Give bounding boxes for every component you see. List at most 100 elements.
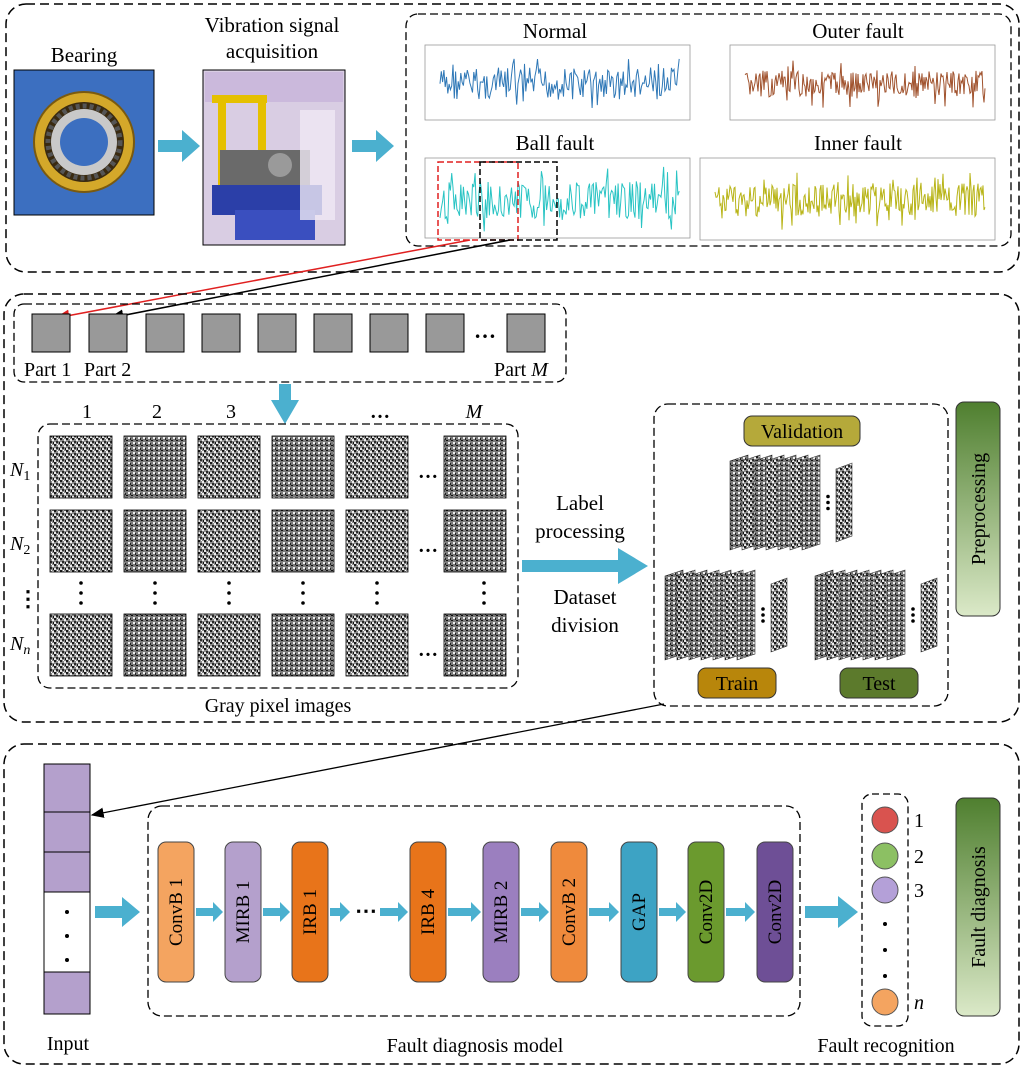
dataset-slice [801, 454, 821, 551]
model-caption: Fault diagnosis model [387, 1035, 564, 1057]
model-block-label: GAP [629, 893, 650, 931]
grid-vertical-dot [79, 601, 83, 605]
slice-dot [911, 613, 915, 617]
grid-vertical-dot [153, 581, 157, 585]
parts-row: … [31, 313, 546, 353]
preprocessing-label: Preprocessing [968, 453, 990, 565]
signal-inner-title: Inner fault [814, 131, 902, 155]
model-block [756, 841, 794, 983]
gray-pixel-grid: … … … [49, 435, 507, 677]
grid-vertical-dot [79, 581, 83, 585]
part-box [369, 313, 409, 353]
slice-dot [761, 613, 765, 617]
stage2-frame [3, 293, 1020, 723]
train-label: Train [716, 673, 759, 695]
model-block-label: IRB 4 [418, 889, 439, 935]
gray-pixel-image [49, 435, 113, 499]
signals-frame [405, 13, 1012, 247]
arrow-parts-to-grid [271, 384, 299, 424]
model-arrow [330, 902, 350, 922]
row-label-n1: N1 [9, 459, 30, 484]
part-box [257, 313, 297, 353]
gray-pixel-image [197, 435, 261, 499]
parts-ellipsis: … [474, 318, 496, 343]
grid-vertical-dot [227, 581, 231, 585]
test-stack [814, 569, 938, 661]
signal-ball-wave [439, 166, 680, 232]
grid-vertical-dot [301, 591, 305, 595]
grid-row-ellipsis: … [418, 461, 438, 483]
slice-dot [826, 500, 830, 505]
model-frame [147, 805, 801, 1017]
grid-vertical-dot [79, 591, 83, 595]
model-block [409, 841, 447, 983]
model-block-label: ConvB 2 [559, 878, 580, 946]
fault-diagnosis-label: Fault diagnosis [968, 846, 990, 968]
acquisition-label-2: acquisition [226, 39, 319, 63]
grid-vertical-dot [301, 601, 305, 605]
signal-outer: Outer fault [729, 19, 996, 121]
output-node [871, 876, 899, 904]
arrow-red-to-part1 [54, 239, 471, 322]
arrow-black-to-part2 [108, 239, 511, 322]
model-arrow [263, 902, 290, 922]
bearing-label: Bearing [51, 43, 118, 67]
output-label: n [914, 992, 924, 1014]
col-label: … [370, 401, 390, 423]
validation-label: Validation [761, 421, 843, 443]
grid-row-ellipsis: … [418, 535, 438, 557]
dataset-slice [886, 569, 906, 661]
model-arrow [726, 902, 755, 922]
dataset-slice [835, 462, 853, 543]
model-block-label: Conv2D [696, 880, 717, 944]
validation-stack [729, 454, 853, 551]
part-box [88, 313, 128, 353]
input-tensor [43, 763, 91, 1015]
signal-outer-title: Outer fault [812, 19, 904, 43]
segment-red-box [437, 161, 519, 241]
grid-vertical-dot [482, 601, 486, 605]
gray-pixel-image [49, 509, 113, 573]
gray-pixel-image [123, 435, 187, 499]
train-badge [697, 667, 777, 699]
gray-pixel-image [197, 509, 261, 573]
arrow-input-to-model [95, 897, 140, 927]
arrow-model-to-output [805, 896, 858, 928]
signal-inner: Inner fault [699, 131, 996, 241]
recognition-caption: Fault recognition [817, 1035, 954, 1057]
stage1-frame [5, 3, 1020, 273]
gray-pixel-image [345, 435, 409, 499]
partm-label: Part M [494, 359, 549, 381]
slice-dot [911, 607, 915, 611]
output-label: 1 [914, 810, 924, 832]
grid-vertical-dot [153, 591, 157, 595]
output-label: 2 [914, 846, 924, 868]
dataset-division-2: division [551, 613, 619, 637]
output-label: 3 [914, 880, 924, 902]
gray-pixel-image [271, 435, 335, 499]
grid-row-ellipsis: … [418, 639, 438, 661]
signal-ball: Ball fault [424, 131, 691, 241]
signal-normal-title: Normal [523, 19, 587, 43]
fault-diagnosis-badge [955, 797, 1001, 1017]
model-block [482, 841, 520, 983]
slice-dot [826, 506, 830, 511]
model-block [687, 841, 725, 983]
signal-normal: Normal [424, 19, 691, 121]
col-label: M [465, 401, 484, 423]
gray-pixel-image [443, 435, 507, 499]
model-arrow [196, 902, 223, 922]
output-node [871, 842, 899, 870]
slice-dot [826, 494, 830, 499]
grid-vertical-dot [227, 591, 231, 595]
output-node [871, 988, 899, 1016]
gray-pixel-image [443, 509, 507, 573]
preprocessing-badge [955, 401, 1001, 617]
col-label: 1 [82, 401, 92, 423]
model-block-label: Conv2D [765, 880, 786, 944]
model-arrow [380, 902, 408, 922]
segment-black-box [479, 161, 558, 241]
signal-inner-wave [714, 172, 986, 230]
label-processing-2: processing [535, 519, 625, 543]
